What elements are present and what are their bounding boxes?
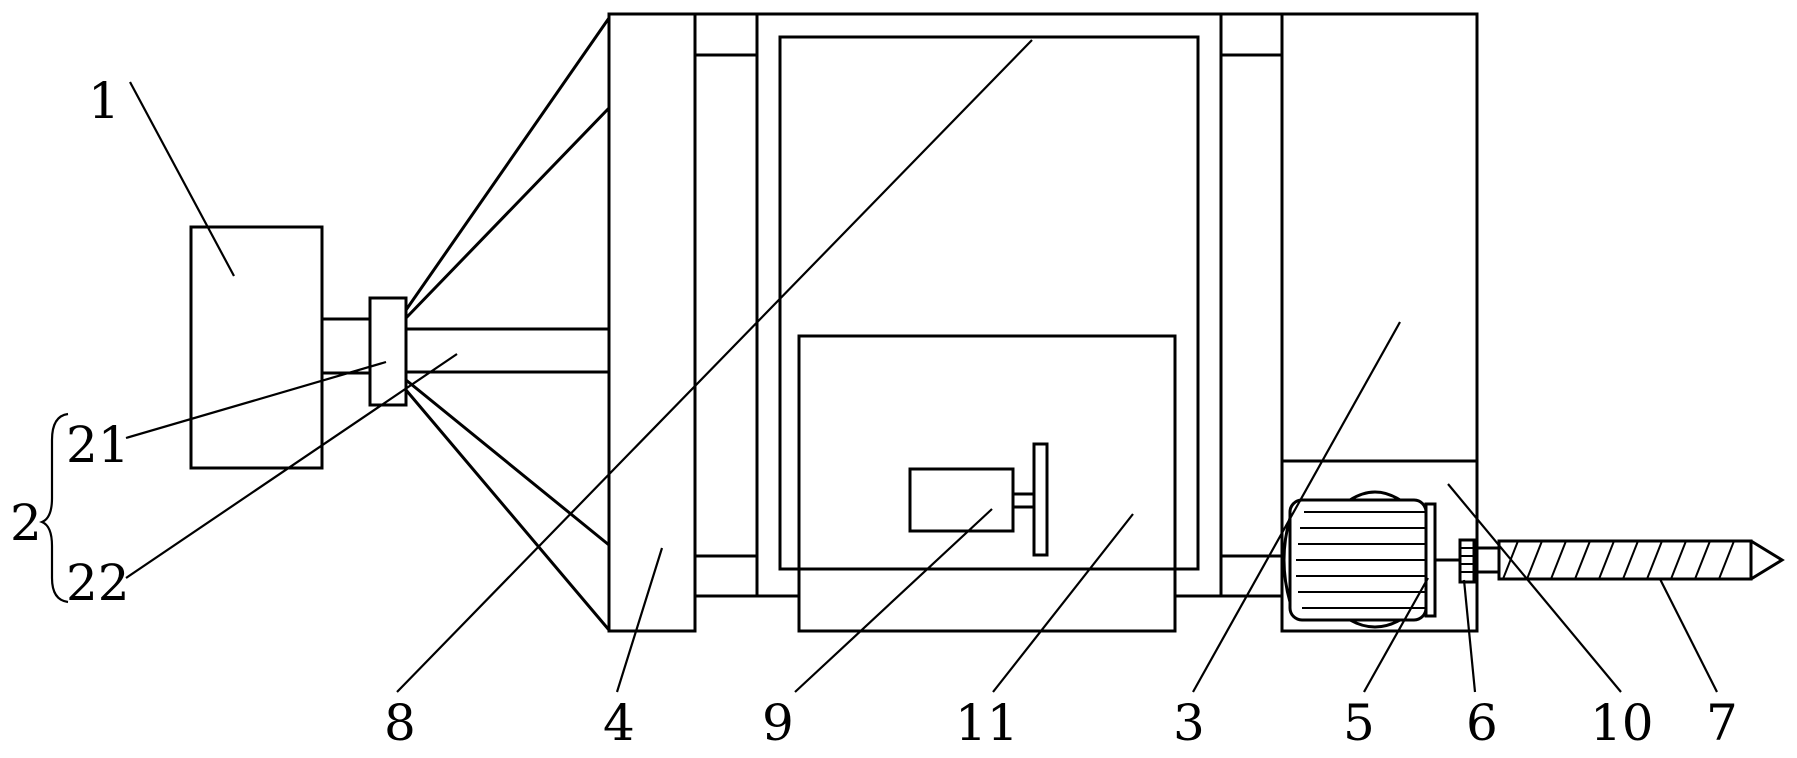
leader-4 xyxy=(615,547,664,693)
part-2-assembly xyxy=(322,296,609,407)
main-frame xyxy=(609,12,1477,598)
support-struts xyxy=(404,17,611,631)
part-6-coupling-body xyxy=(1458,538,1476,584)
part-7-screw-body xyxy=(1497,539,1753,581)
part-1-box xyxy=(189,225,324,470)
part-6-coupling xyxy=(1435,538,1501,584)
reference-numerals: 1 2 21 22 8 4 9 11 3 5 6 10 7 xyxy=(10,72,1738,752)
leader-11 xyxy=(992,513,1134,693)
leader-21 xyxy=(125,360,387,440)
strut-upper-inner xyxy=(404,106,611,320)
label-8: 8 xyxy=(384,694,416,752)
part-4-left-column xyxy=(607,12,697,633)
label-7: 7 xyxy=(1706,694,1738,752)
strut-lower-outer xyxy=(404,389,611,631)
label-1: 1 xyxy=(88,72,120,130)
part-7-screw-tip xyxy=(1750,539,1785,581)
label-3: 3 xyxy=(1173,694,1205,752)
leader-8 xyxy=(396,39,1033,693)
label-21: 21 xyxy=(66,416,130,474)
leader-9 xyxy=(794,508,993,693)
label-10: 10 xyxy=(1590,694,1654,752)
part-9-plate xyxy=(1032,442,1049,557)
label-11: 11 xyxy=(955,694,1019,752)
leader-lines xyxy=(125,39,1718,693)
label-6: 6 xyxy=(1466,694,1498,752)
screw-threads xyxy=(1502,540,1735,580)
leader-5 xyxy=(1363,577,1429,693)
motor-foot-top xyxy=(1349,490,1401,502)
leader-6 xyxy=(1462,579,1477,693)
strut-upper-outer xyxy=(404,17,611,311)
part-9-motor xyxy=(908,442,1049,557)
leader-22 xyxy=(125,353,458,579)
motor-rear-cap xyxy=(1282,517,1292,603)
leader-3 xyxy=(1192,321,1401,693)
strut-lower-inner xyxy=(405,378,610,547)
label-2: 2 xyxy=(10,494,42,552)
inner-cabinet xyxy=(778,35,1200,571)
part-21-connector xyxy=(368,296,408,407)
part-11-box xyxy=(797,334,1177,633)
label-9: 9 xyxy=(762,694,794,752)
part-7-screw xyxy=(1497,539,1785,581)
label-22: 22 xyxy=(66,554,130,612)
part-3-right-column xyxy=(1280,12,1479,633)
leader-7 xyxy=(1659,578,1718,693)
part-5-motor xyxy=(1282,490,1437,629)
label-4: 4 xyxy=(603,694,635,752)
part-9-motor-body xyxy=(908,467,1015,533)
part-5-motor-end-cap xyxy=(1424,502,1437,618)
label-5: 5 xyxy=(1343,694,1375,752)
leader-1 xyxy=(129,81,235,277)
brace-2 xyxy=(39,412,69,604)
leader-10 xyxy=(1447,483,1622,693)
motor-foot-bottom xyxy=(1349,618,1401,629)
